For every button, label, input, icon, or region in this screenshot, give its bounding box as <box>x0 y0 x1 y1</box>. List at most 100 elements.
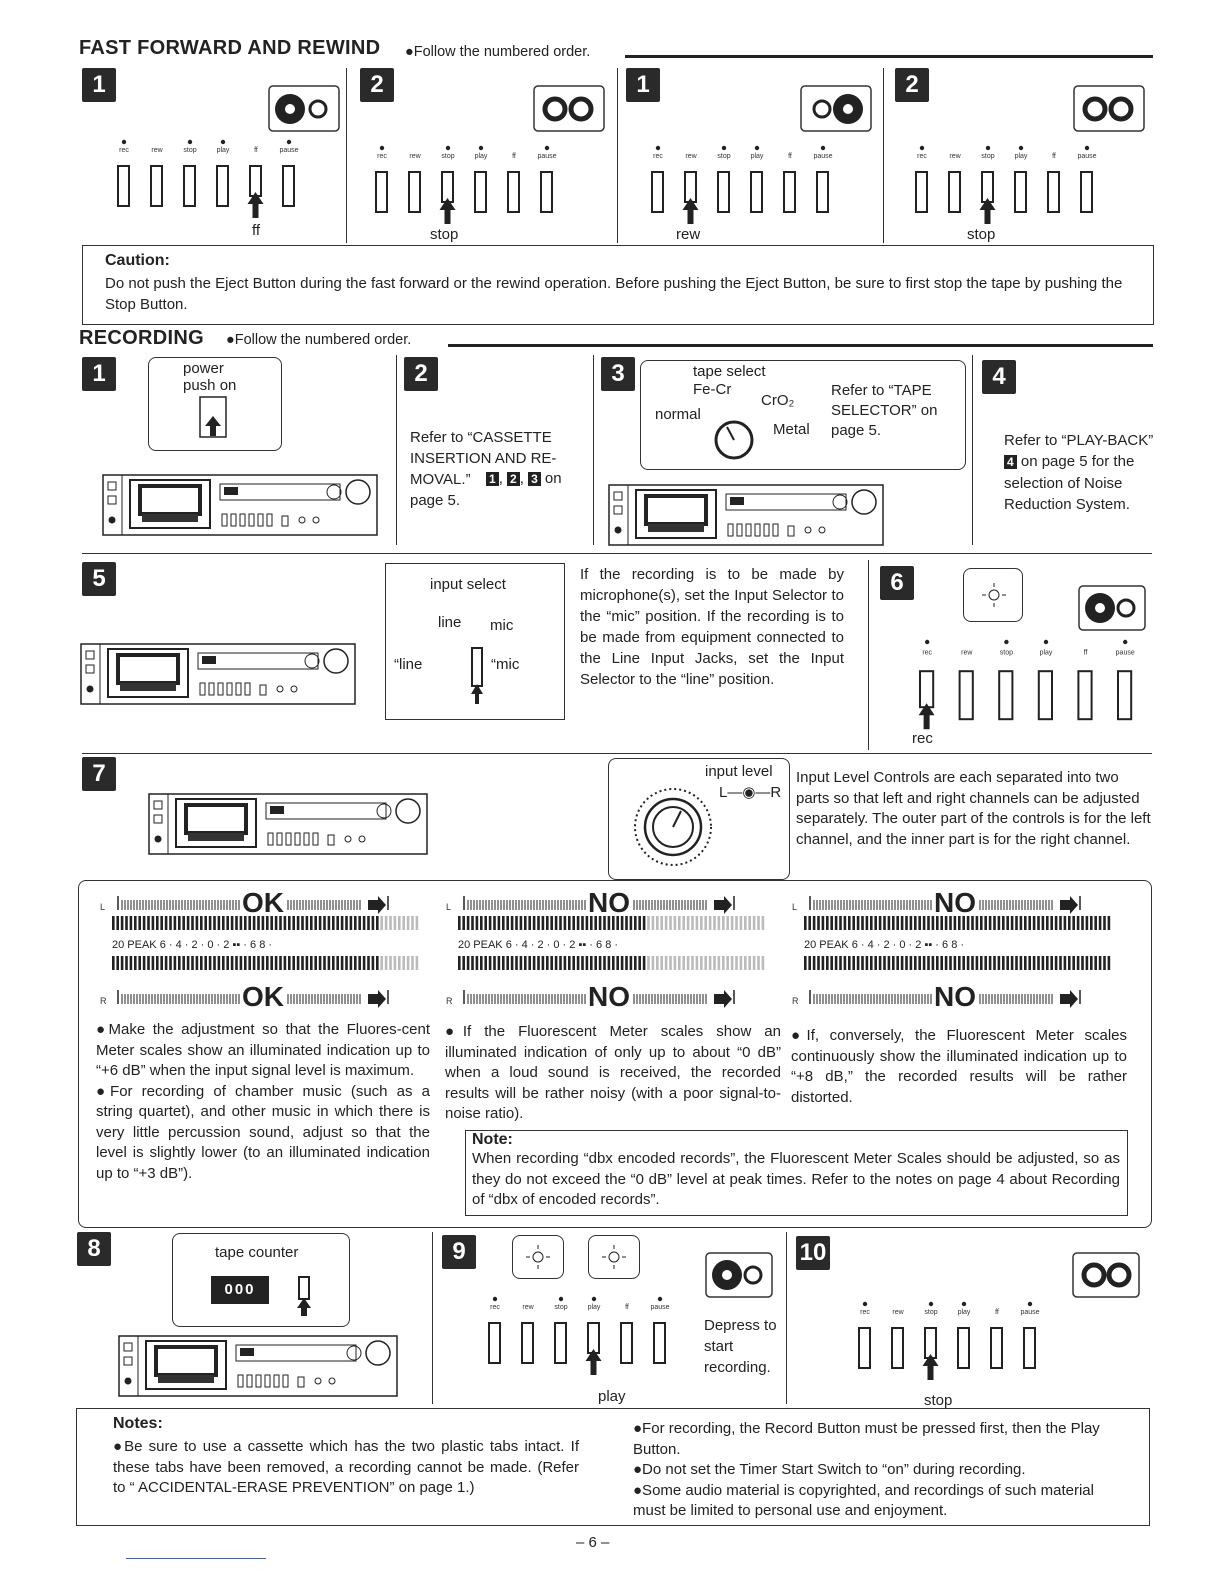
press-arrow-icon <box>439 198 456 224</box>
cassette-deck-illustration <box>608 484 884 546</box>
key-caption: play <box>958 1309 971 1316</box>
transport-key-ff[interactable] <box>783 171 796 213</box>
key-caption: rew <box>685 153 697 160</box>
step-number: 8 <box>77 1232 111 1266</box>
rec-indicator-callout <box>963 568 1023 622</box>
power-button-icon <box>199 396 227 438</box>
note-title: Note: <box>472 1131 513 1148</box>
transport-key-rew[interactable] <box>150 165 163 207</box>
transport-key-pause[interactable] <box>282 165 295 207</box>
transport-key-ff[interactable] <box>620 1322 633 1364</box>
step-number: 1 <box>82 68 116 102</box>
depress-text: Depress to start recording. <box>704 1317 777 1376</box>
transport-key-rec[interactable] <box>915 171 928 213</box>
transport-key-play[interactable] <box>1014 171 1027 213</box>
transport-key-rec[interactable] <box>117 165 130 207</box>
key-caption: pause <box>1116 649 1135 656</box>
transport-key-rew[interactable] <box>958 670 974 721</box>
section-subtitle-rec: ●Follow the numbered order. <box>226 332 412 348</box>
transport-key-stop[interactable] <box>998 670 1014 721</box>
press-arrow-icon <box>922 1354 939 1380</box>
transport-key-rew[interactable] <box>948 171 961 213</box>
key-caption: pause <box>650 1304 669 1311</box>
transport-key-pause[interactable] <box>1023 1327 1036 1369</box>
transport-key-stop[interactable] <box>924 1327 937 1359</box>
transport-key-pause[interactable] <box>540 171 553 213</box>
transport-key-rec[interactable] <box>919 670 935 709</box>
transport-key-stop[interactable] <box>554 1322 567 1364</box>
meter-scale: 20 PEAK 6 · 4 · 2 · 0 · 2 ▪▪ · 6 8 · <box>458 939 618 951</box>
counter-reset-button-icon <box>297 1276 311 1316</box>
step-number: 2 <box>360 68 394 102</box>
divider <box>432 1232 433 1404</box>
note-box: Note: When recording “dbx encoded record… <box>465 1130 1128 1216</box>
transport-key-ff[interactable] <box>1047 171 1060 213</box>
transport-key-pause[interactable] <box>816 171 829 213</box>
transport-key-ff[interactable] <box>990 1327 1003 1369</box>
press-arrow-icon <box>979 198 996 224</box>
key-caption: stop <box>924 1309 937 1316</box>
meter-verdict: NO <box>934 887 976 918</box>
key-caption: pause <box>813 153 832 160</box>
key-caption: rew <box>949 153 961 160</box>
divider <box>82 553 1152 554</box>
transport-key-play[interactable] <box>957 1327 970 1369</box>
meter-channel-label: R <box>100 996 107 1006</box>
meter-channel-label: L <box>792 902 797 912</box>
transport-key-rec[interactable] <box>651 171 664 213</box>
cassette-deck-illustration <box>118 1335 398 1397</box>
step-number: 4 <box>982 360 1016 394</box>
key-caption: ff <box>1052 153 1056 160</box>
transport-key-play[interactable] <box>587 1322 600 1354</box>
transport-key-rec[interactable] <box>488 1322 501 1364</box>
transport-key-rew[interactable] <box>891 1327 904 1369</box>
transport-key-stop[interactable] <box>183 165 196 207</box>
input-select-label: input select <box>430 576 506 593</box>
step-number: 1 <box>82 357 116 391</box>
transport-key-stop[interactable] <box>441 171 454 203</box>
tape-select-callout: tape select Fe-Cr CrO₂ normal Metal Refe… <box>640 360 966 470</box>
transport-key-ff[interactable] <box>507 171 520 213</box>
tape-counter-display: 000 <box>211 1276 269 1304</box>
transport-key-play[interactable] <box>750 171 763 213</box>
step-number: 2 <box>404 357 438 391</box>
transport-key-stop[interactable] <box>981 171 994 203</box>
input-selector-switch-icon <box>471 647 483 704</box>
transport-key-ff[interactable] <box>249 165 262 197</box>
transport-key-pause[interactable] <box>653 1322 666 1364</box>
transport-key-pause[interactable] <box>1117 670 1133 721</box>
divider <box>786 1232 787 1404</box>
caution-title: Caution: <box>105 252 170 269</box>
transport-key-pause[interactable] <box>1080 171 1093 213</box>
transport-key-rew[interactable] <box>684 171 697 203</box>
key-caption: stop <box>183 147 196 154</box>
key-caption: rec <box>922 649 932 656</box>
transport-key-rec[interactable] <box>858 1327 871 1369</box>
cassette-icon <box>800 85 872 132</box>
transport-key-rew[interactable] <box>408 171 421 213</box>
key-caption: play <box>475 153 488 160</box>
key-caption: play <box>588 1304 601 1311</box>
press-arrow-icon <box>918 703 935 730</box>
transport-key-stop[interactable] <box>717 171 730 213</box>
tape-counter-callout: tape counter 000 <box>172 1233 350 1327</box>
line-label: line <box>438 614 462 631</box>
cassette-insertion-ref: Refer to “CASSETTE INSERTION AND RE-MOVA… <box>410 429 557 488</box>
tape-counter-label: tape counter <box>215 1244 299 1261</box>
input-level-label: input level <box>705 763 773 780</box>
push-on-label: push on <box>183 377 237 394</box>
header-rule <box>448 344 1153 347</box>
cassette-icon <box>1078 585 1146 631</box>
transport-key-rec[interactable] <box>375 171 388 213</box>
ok-explanation: ●Make the adjustment so that the Fluores… <box>96 1021 430 1182</box>
power-callout: power push on <box>148 357 282 451</box>
transport-key-play[interactable] <box>216 165 229 207</box>
transport-key-ff[interactable] <box>1077 670 1093 721</box>
transport-key-play[interactable] <box>1037 670 1054 721</box>
transport-key-rew[interactable] <box>521 1322 534 1364</box>
transport-key-play[interactable] <box>474 171 487 213</box>
meter-channel-label: R <box>446 996 453 1006</box>
